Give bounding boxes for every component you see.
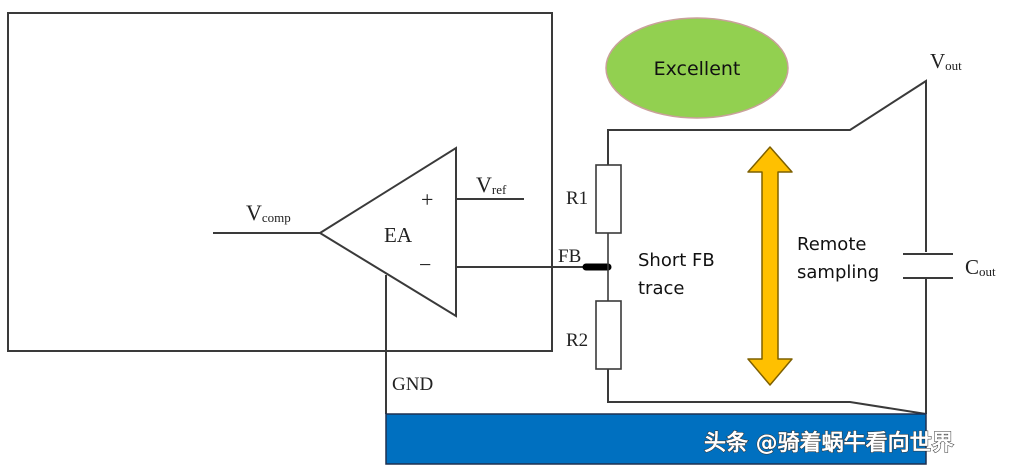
error-amplifier [318,146,457,318]
watermark: 头条 @骑着蜗牛看向世界 [704,430,954,456]
remote-sampling-line1: Remote [797,234,866,255]
ground-plane [385,413,927,465]
gnd-label: GND [392,374,433,395]
resistor-r1 [595,164,622,234]
cout-label: Cout [965,255,996,279]
amplifier-minus-sign: − [419,252,431,277]
resistor-r2 [595,300,622,370]
amplifier-label: EA [384,223,413,247]
fb-label: FB [558,246,581,267]
short-fb-annotation-line2: trace [638,278,684,299]
amplifier-plus-sign: + [421,187,433,212]
gnd-sense-wire [607,369,927,415]
vref-label: Vref [476,172,507,197]
vcomp-label: Vcomp [246,200,291,225]
r2-label: R2 [566,330,588,351]
r1-label: R1 [566,188,588,209]
excellent-badge-label: Excellent [654,58,741,80]
short-fb-annotation-line1: Short FB [638,250,715,271]
controller-ic-box [7,12,553,352]
vout-label: Vout [930,49,962,73]
remote-sampling-arrow [747,146,793,386]
vout-sense-wire [607,79,927,252]
excellent-badge [605,17,789,119]
remote-sampling-line2: sampling [797,262,879,283]
